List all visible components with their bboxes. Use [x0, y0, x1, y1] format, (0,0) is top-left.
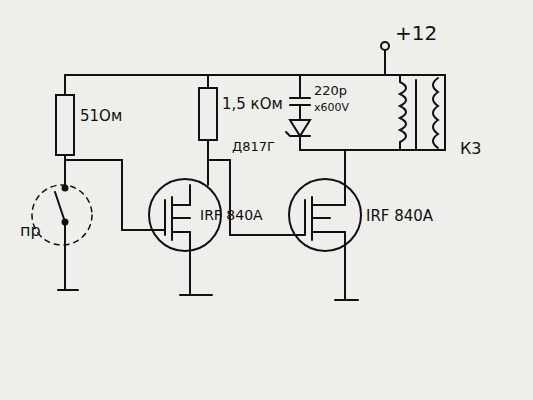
part-name: IRF 840A — [200, 208, 263, 223]
switch-symbol — [55, 192, 78, 290]
switch-label: пр — [20, 222, 41, 240]
capacitor-symbol — [290, 75, 310, 120]
voltage-label: х600V — [314, 102, 349, 114]
transformer-label: К3 — [460, 140, 482, 158]
wire — [65, 74, 445, 76]
wire — [300, 149, 445, 151]
coil-symbol — [433, 78, 438, 148]
ground — [180, 255, 212, 295]
wire — [64, 75, 66, 95]
resistor-symbol — [56, 95, 74, 155]
mosfet-symbol — [289, 179, 361, 251]
transformer-core — [415, 80, 417, 150]
wire — [207, 140, 209, 185]
capacitor-label: 220р — [314, 84, 347, 98]
resistor-label: 51Ом — [80, 108, 122, 125]
wire — [444, 75, 446, 150]
wire — [207, 75, 209, 88]
wire — [65, 160, 150, 230]
mosfet-symbol — [150, 185, 190, 255]
diode-label: Д817Г — [232, 140, 275, 154]
terminal — [381, 42, 389, 50]
ground — [335, 299, 358, 301]
resistor-symbol — [199, 88, 217, 140]
power-label: +12 — [395, 22, 437, 44]
wire — [208, 160, 300, 235]
resistor-label: 1,5 кОм — [222, 96, 283, 113]
zener-diode-symbol — [286, 120, 310, 150]
mosfet-symbol — [300, 150, 345, 300]
coil-symbol — [400, 75, 406, 150]
wire — [384, 50, 386, 75]
part-name: IRF 840A — [366, 208, 433, 225]
switch-contact — [63, 186, 68, 191]
